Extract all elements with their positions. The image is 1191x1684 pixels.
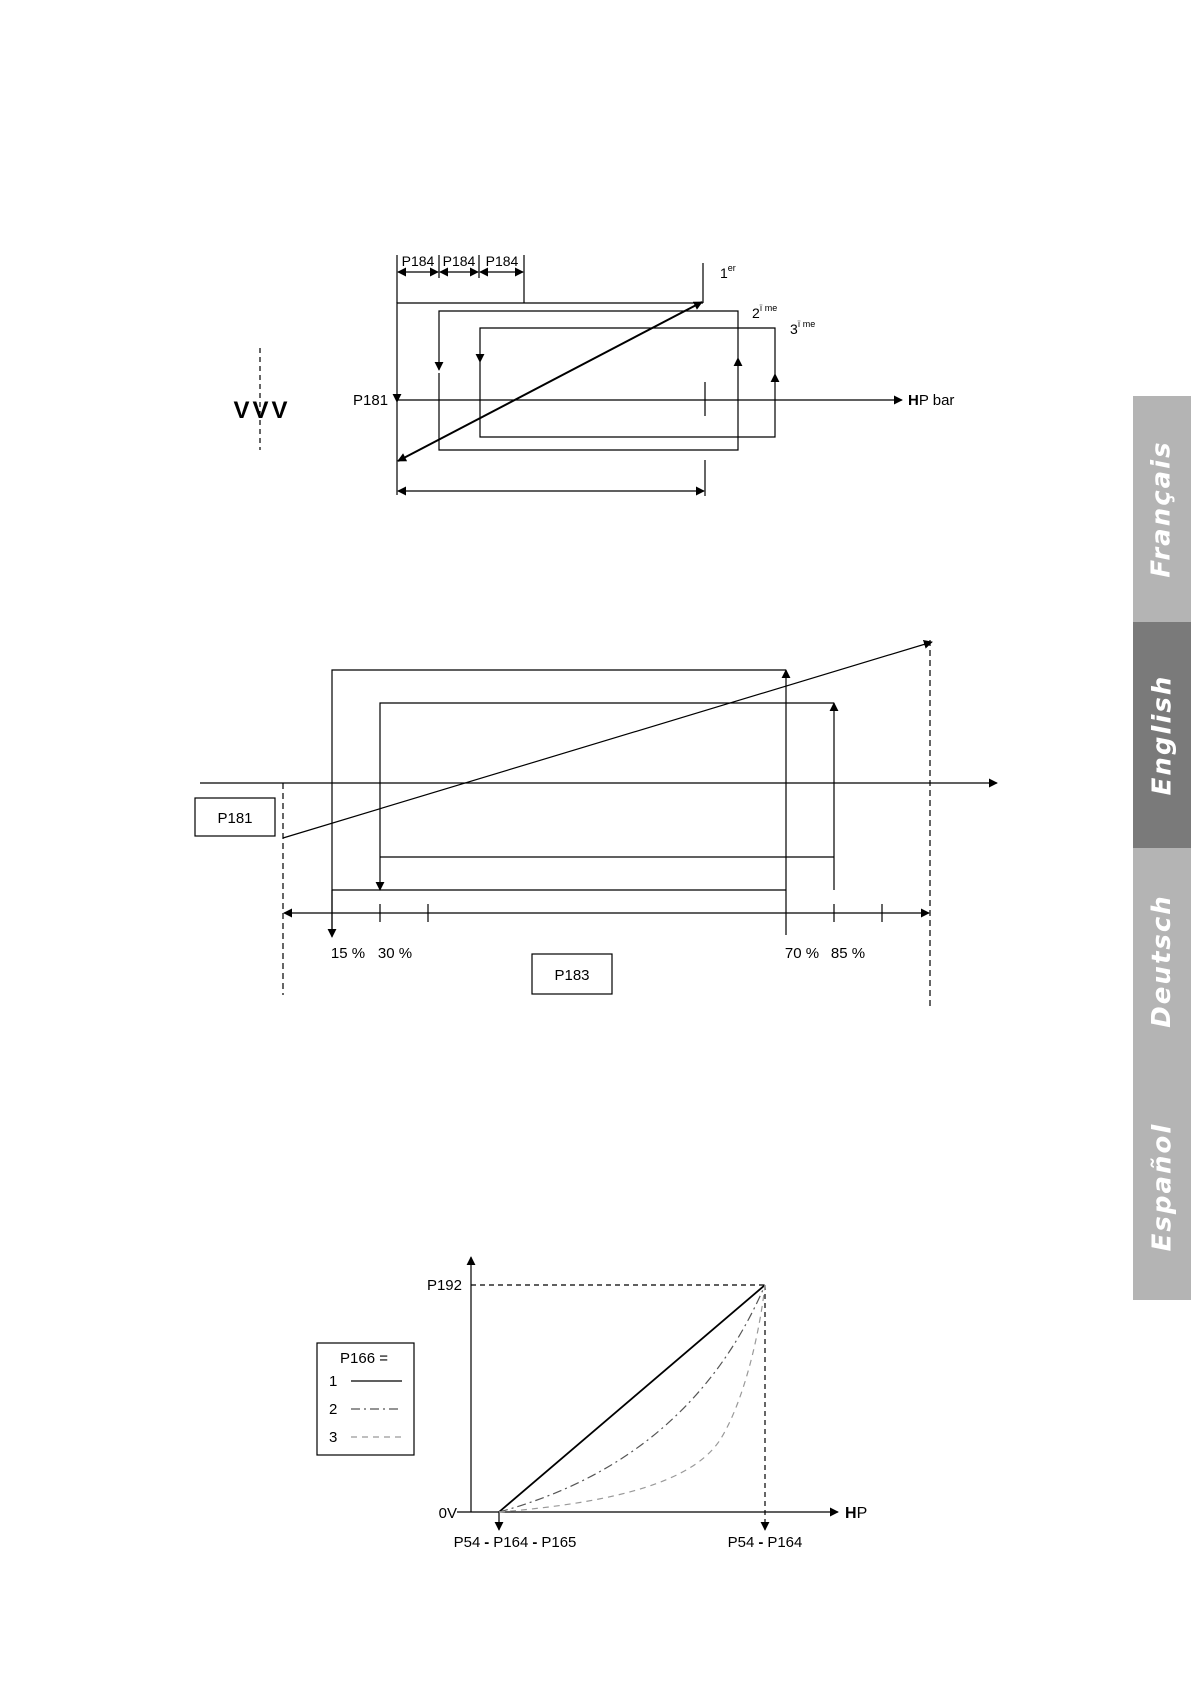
tab-francais[interactable]: Français [1133,396,1191,622]
inner-loop-top [380,703,834,857]
tab-espanol-label: Español [1147,1123,1177,1252]
right-x-label: P54-P164 [728,1534,803,1551]
tab-english-label: English [1147,675,1177,796]
hp-axis-label: HP [845,1505,867,1522]
pct-30: 30 % [378,945,412,962]
p184-label-3: P184 [486,253,519,269]
tab-english[interactable]: English [1133,622,1191,848]
vvv-symbol: VVV [233,397,290,424]
legend-title: P166 = [340,1350,388,1367]
p184-label-2: P184 [443,253,476,269]
p181-box-label: P181 [217,810,252,827]
diagram-1-labels: P184 P184 P184 1er 2ï me 3ï me P181 HP b… [233,253,954,424]
p181-label-1: P181 [353,392,388,409]
p192-label: P192 [427,1277,462,1294]
first-label: 1er [720,263,736,281]
tab-deutsch[interactable]: Deutsch [1133,848,1191,1074]
left-x-label: P54-P164-P165 [454,1534,577,1551]
diagram-3 [317,1257,838,1530]
diagram-3-labels: P192 0V HP P54-P164-P165 P54-P164 P166 =… [329,1277,867,1551]
pct-70: 70 % [785,945,819,962]
third-label: 3ï me [790,319,815,337]
legend-item-1: 1 [329,1373,337,1390]
zero-v-label: 0V [439,1505,457,1522]
second-label: 2ï me [752,303,777,321]
legend-item-3: 3 [329,1429,337,1446]
loop-3-top [480,328,775,374]
diagram-1 [260,255,902,496]
pct-85: 85 % [831,945,865,962]
p184-label-1: P184 [402,253,435,269]
outer-loop-top [332,670,786,934]
tab-francais-label: Français [1147,440,1177,577]
curve-1-linear [499,1285,765,1512]
p183-box-label: P183 [554,967,589,984]
tab-deutsch-label: Deutsch [1147,894,1177,1028]
pct-15: 15 % [331,945,365,962]
diagram-2-labels: P181 P183 15 % 30 % 70 % 85 % [217,810,865,984]
tab-espanol[interactable]: Español [1133,1074,1191,1300]
loop-1-path [397,303,703,402]
hp-bar-label: HP bar [908,392,954,409]
legend-item-2: 2 [329,1401,337,1418]
loop-2-path [439,358,738,450]
diagram-2 [195,640,997,1008]
